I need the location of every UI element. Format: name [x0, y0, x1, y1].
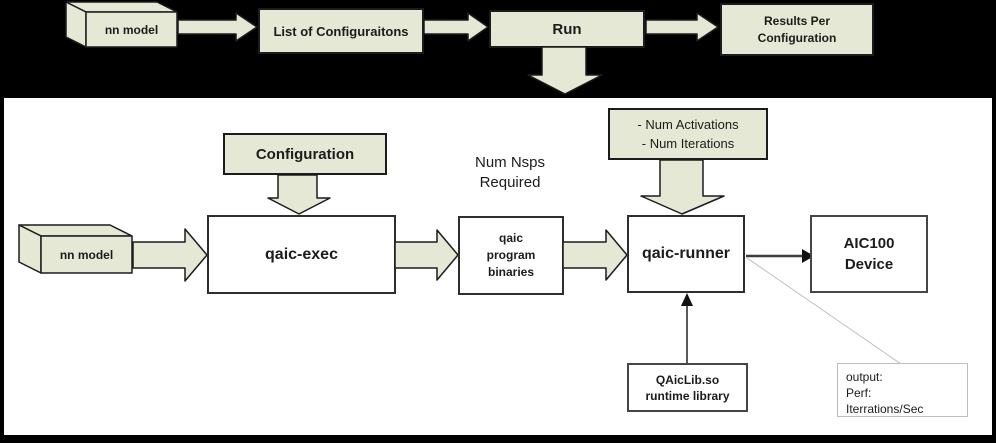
nn-model-label: nn model [59, 247, 114, 262]
block-arrow-exec-to-binaries [394, 229, 459, 281]
configuration-label: Configuration [255, 145, 355, 163]
block-arrow-configs-to-run [423, 12, 489, 42]
binaries-label-line2: program [486, 248, 536, 262]
list-of-configurations-label: List of Configuraitons [273, 23, 409, 39]
aic100-label-line2: Device [844, 256, 894, 273]
binaries-label-line3: binaries [487, 265, 535, 279]
qaic-program-binaries-box: qaic program binaries [458, 216, 564, 295]
results-label-line1: Results Per [763, 13, 831, 28]
configuration-box: Configuration [223, 133, 387, 175]
block-arrow-run-to-results [645, 12, 719, 42]
output-line1: output: [846, 370, 883, 384]
nn-model-3d-box-main: nn model [18, 224, 133, 274]
num-nsps-line1: Num Nsps [474, 154, 545, 171]
results-label-line2: Configuration [757, 30, 837, 45]
output-annotation-box: output: Perf: Iterrations/Sec [837, 363, 968, 417]
aic100-device-box: AIC100 Device [810, 215, 928, 293]
cube-icon [18, 224, 133, 274]
qaic-exec-box: qaic-exec [207, 215, 396, 294]
block-arrow-params-down [640, 159, 725, 215]
num-nsps-required-text: Num Nsps Required [445, 153, 575, 193]
qaic-exec-label: qaic-exec [265, 245, 338, 263]
runtime-library-box: QAicLib.so runtime library [627, 363, 748, 412]
block-arrow-configuration-down [267, 174, 331, 215]
runtime-label-line2: runtime library [645, 388, 730, 403]
run-label: Run [552, 20, 582, 38]
cube-icon [65, 1, 178, 48]
output-line3: Iterrations/Sec [846, 402, 924, 416]
nn-model-label: nn model [104, 22, 159, 37]
run-box: Run [489, 10, 645, 48]
block-arrow-nnmodel-to-exec [132, 228, 208, 282]
output-line2: Perf: [846, 386, 872, 400]
aic100-label-line1: AIC100 [843, 235, 895, 252]
list-of-configurations-box: List of Configuraitons [258, 8, 424, 54]
qaic-runner-label: qaic-runner [641, 245, 730, 262]
runtime-label-line1: QAicLib.so [655, 372, 720, 387]
params-label-line1: - Num Activations [637, 117, 739, 132]
results-per-configuration-box: Results Per Configuration [720, 3, 874, 56]
qaic-runner-box: qaic-runner [627, 215, 745, 293]
block-arrow-nnmodel-to-configs [177, 12, 258, 42]
binaries-label-line1: qaic [498, 231, 523, 245]
nn-model-3d-box-top: nn model [65, 1, 178, 48]
num-nsps-line2: Required [479, 174, 541, 191]
block-arrow-binaries-to-runner [562, 229, 628, 281]
runner-params-box: - Num Activations - Num Iterations [608, 108, 768, 160]
block-arrow-run-down [527, 46, 603, 95]
params-label-line2: - Num Iterations [641, 136, 735, 151]
